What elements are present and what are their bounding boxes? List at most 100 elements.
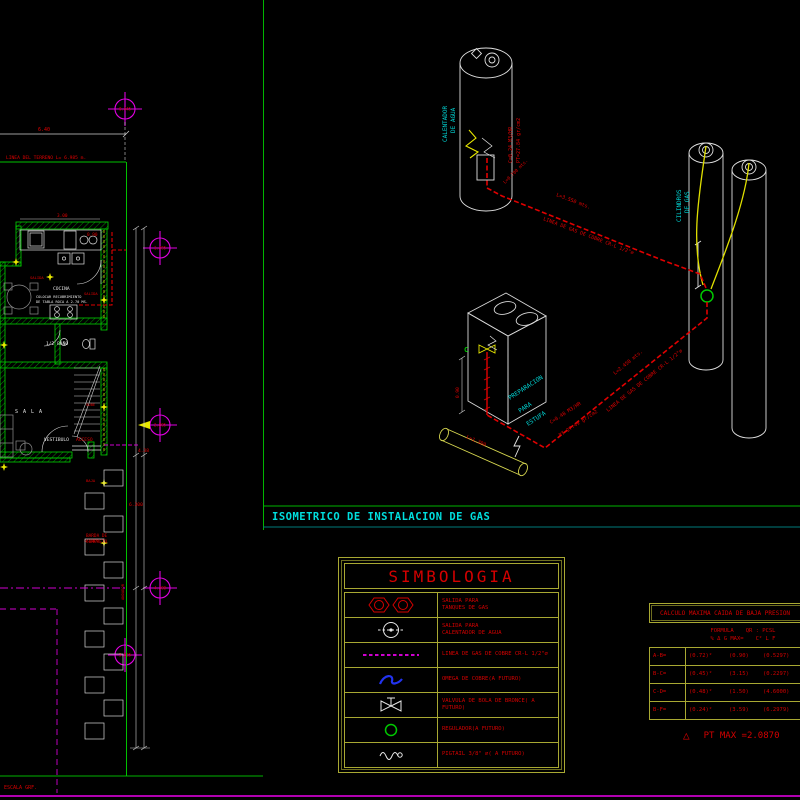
isometric-diagram: CALENTADOR DE AGUA C=0.24 M3/HR PT=27.84… [439, 47, 767, 477]
heater-spec1: C=0.24 M3/HR [508, 126, 514, 163]
heater-spec2: PT=27.84 gr/cm2 [516, 118, 522, 163]
regulator-symbol [700, 289, 714, 303]
stove-box [467, 292, 547, 425]
stove-label2: PARA [517, 401, 533, 415]
water-heater [459, 47, 513, 212]
legend-row: SALIDA PARA TANQUES DE GAS [345, 593, 558, 618]
room-label-sala: S A L A [15, 409, 43, 415]
legend-row: SALIDA PARA CALENTADOR DE AGUA [345, 618, 558, 643]
dim-right1: 4.38 [138, 448, 149, 454]
legend-row: REGULADOR(A FUTURO) [345, 718, 558, 743]
legend-row: OMEGA DE COBRE(A FUTURO) [345, 668, 558, 693]
level-marker-value: 1.495 [154, 246, 167, 251]
calc-value: (1.50) [729, 689, 749, 695]
regulator-icon [345, 718, 438, 742]
barda-label1: BARDA DE [86, 533, 108, 539]
calc-value: (0.72)² [689, 653, 713, 659]
dim-top: 6.40 [38, 127, 50, 133]
room-label-bano: 1/2 BAÑO [46, 340, 68, 347]
calc-value: (0.45)² [689, 671, 713, 677]
calc-table-title: CALCULO MAXIMA CAIDA DE BAJA PRESION [651, 605, 800, 621]
legend-label: REGULADOR(A FUTURO) [442, 726, 505, 733]
ball-valve-icon [345, 693, 438, 717]
stove-label1: PREPARACION [507, 374, 544, 402]
heater-outlet-icon [345, 618, 438, 642]
break-symbol [513, 435, 521, 458]
dim-kitchen-w: 3.00 [57, 213, 68, 219]
floor-plan: 0.445 1.495 2.885 4.380 5.825 6.40 LINEA… [0, 92, 177, 793]
calc-row: B-F=(0.24)²(3.59)(6.2979)= [650, 701, 800, 719]
gas-tag: SALIDA [84, 291, 98, 296]
terrain-label: LINEA DEL TERRENO L= 6.985 m. [6, 155, 86, 161]
iso-section-title: ISOMETRICO DE INSTALACION DE GAS [272, 511, 490, 523]
seg2-name: LINEA DE GAS DE COBRE CR-L 1/2"∅ [542, 216, 634, 256]
legend-label: SALIDA PARA CALENTADOR DE AGUA [442, 622, 502, 636]
dim-kitchen-d: 0.90 [87, 232, 98, 238]
level-marker-value: 0.445 [119, 107, 132, 112]
calc-value: (6.2979) [763, 707, 790, 713]
seg3-length: L=2.450 mts. [612, 349, 644, 376]
cylinders-label1: CILINDROS [676, 189, 683, 222]
gas-tag: SALIDA [30, 275, 44, 280]
dim-lines-right [130, 225, 150, 751]
pt-max-result: △ PT MAX =2.0870 [683, 729, 779, 742]
delta-icon: △ [683, 729, 690, 742]
gas-tag: SALIDA [84, 538, 98, 543]
sleeve-tube [439, 427, 528, 477]
heater-flex-connector [464, 129, 480, 159]
calc-value: (0.90) [729, 653, 749, 659]
gas-tag: BAJA [86, 478, 96, 483]
pt-max-value: PT MAX =2.0870 [703, 730, 780, 741]
cylinders-label2: DE GAS [684, 191, 691, 213]
stove-riser-dim: 0.90 [455, 387, 461, 398]
gas-tanks-icon [345, 593, 438, 617]
pigtail-hose-left [696, 145, 707, 286]
property-lines [0, 444, 140, 793]
heater-label2: DE AGUA [450, 107, 457, 133]
calc-value: (0.5297) [763, 653, 790, 659]
seg2-length: L=3.550 mts. [555, 192, 591, 211]
gas-tag: SUBE [86, 402, 96, 407]
room-label-cocina: COCINA [53, 286, 70, 292]
level-marker-value: 2.885 [154, 423, 167, 428]
stairs [73, 365, 102, 438]
calc-value: (0.48)² [689, 689, 713, 695]
formula-word: FORMULA [710, 628, 734, 634]
formula-max: % Δ G MAX= [710, 636, 744, 643]
calc-row: A-B=(0.72)²(0.90)(0.5297)= [650, 647, 800, 666]
pigtail-icon [345, 743, 438, 767]
room-labels: COCINA 1/2 BAÑO S A L A VESTIBULO ACCESO… [15, 286, 93, 443]
simbologia-title: SIMBOLOGIA [344, 563, 559, 589]
legend-row: LINEA DE GAS DE COBRE CR-L 1/2"∅ [345, 643, 558, 668]
note-line1: COLOCAR RECUBRIMIENTO [36, 295, 81, 299]
legend-label: VALVULA DE BOLA DE BRONCE( A FUTURO) [442, 697, 535, 711]
formula-bottom: C² L F [755, 636, 776, 643]
segment-id: A-B= [650, 647, 686, 665]
stove-riser [458, 335, 498, 415]
calc-value: (0.2297) [763, 671, 790, 677]
seg4-length: L=1.300 [465, 434, 487, 448]
scale-note: ESCALA GRF. [4, 785, 37, 791]
room-label-vestibulo: VESTIBULO [44, 437, 69, 443]
legend-label: SALIDA PARA TANQUES DE GAS [442, 597, 489, 611]
stepping-stones [84, 469, 124, 740]
pigtail-hose-right [710, 162, 750, 290]
calc-row: B-C=(0.45)²(3.15)(0.2297)= [650, 665, 800, 684]
seg3-name: LINEA DE GAS DE COBRE CR-L 1/2"∅ [605, 348, 684, 413]
legend-row: VALVULA DE BOLA DE BRONCE( A FUTURO) [345, 693, 558, 718]
point-c-label: C [464, 346, 468, 354]
level-marker-value: 4.380 [154, 586, 167, 591]
outlet-tags: SALIDA SUBE BAJA SALIDA SALIDA [30, 275, 98, 543]
door-arcs [41, 259, 102, 453]
heater-label1: CALENTADOR [442, 105, 449, 142]
note-line2: DE TABLA ROCA A 2.70 MS. [36, 300, 88, 304]
furniture [0, 282, 39, 458]
pressure-drop-table: CALCULO MAXIMA CAIDA DE BAJA PRESION FOR… [649, 603, 800, 720]
dim-right2: 6.300 [129, 502, 143, 508]
segment-id: B-F= [650, 701, 686, 719]
room-label-acceso: ACCESO [76, 437, 93, 443]
